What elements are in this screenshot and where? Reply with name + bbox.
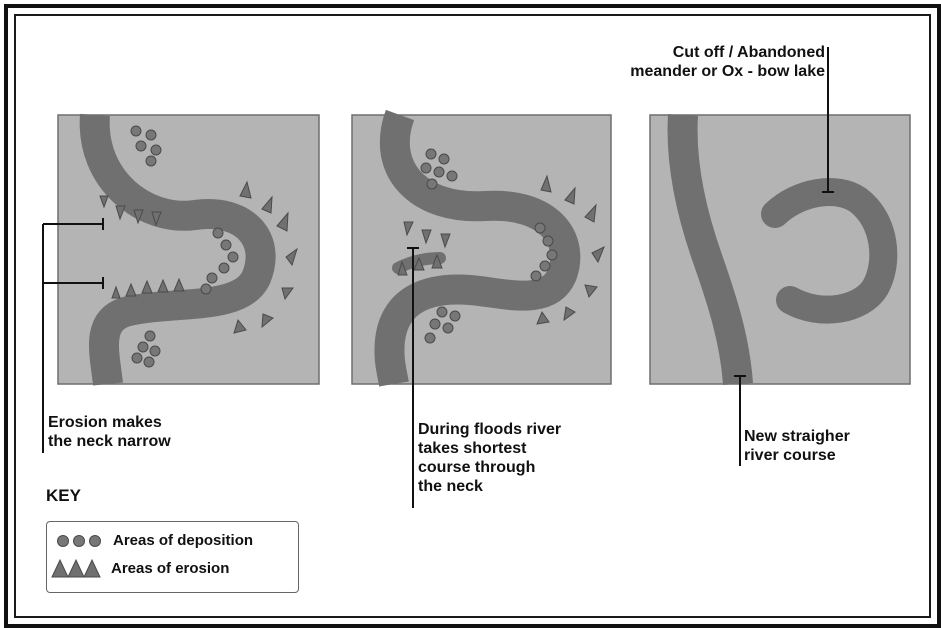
deposition-dot	[547, 250, 557, 260]
deposition-dot	[219, 263, 229, 273]
deposition-dot	[138, 342, 148, 352]
deposition-dot	[228, 252, 238, 262]
deposition-dot	[426, 149, 436, 159]
deposition-icon	[55, 534, 103, 548]
deposition-dot	[540, 261, 550, 271]
label-new-course-line1: New straigher	[744, 427, 850, 446]
deposition-dot	[439, 154, 449, 164]
label-cutoff-line2: meander or Ox - bow lake	[630, 62, 825, 81]
deposition-dot	[447, 171, 457, 181]
deposition-dot	[421, 163, 431, 173]
key-erosion-label: Areas of erosion	[111, 560, 229, 577]
deposition-dot	[131, 126, 141, 136]
label-floods-line1: During floods river	[418, 420, 561, 439]
label-erosion-neck-line2: the neck narrow	[48, 432, 171, 451]
deposition-dot	[136, 141, 146, 151]
label-new-course: New straigher river course	[744, 427, 850, 465]
label-erosion-neck: Erosion makes the neck narrow	[48, 413, 171, 451]
key-title: KEY	[46, 486, 81, 505]
label-cutoff-line1: Cut off / Abandoned	[630, 43, 825, 62]
label-floods-line3: course through	[418, 458, 561, 477]
deposition-dot	[146, 130, 156, 140]
deposition-dot	[443, 323, 453, 333]
key-row-erosion: Areas of erosion	[51, 558, 229, 578]
panel-1-meander-neck	[58, 115, 319, 384]
deposition-dot	[213, 228, 223, 238]
deposition-dot	[144, 357, 154, 367]
deposition-dot	[132, 353, 142, 363]
key-deposition-label: Areas of deposition	[113, 532, 253, 549]
label-new-course-line2: river course	[744, 446, 850, 465]
deposition-dot	[531, 271, 541, 281]
deposition-dot	[150, 346, 160, 356]
deposition-dot	[425, 333, 435, 343]
panel-2-floods-cut-neck	[352, 115, 611, 384]
deposition-dot	[221, 240, 231, 250]
deposition-dot	[430, 319, 440, 329]
label-cutoff: Cut off / Abandoned meander or Ox - bow …	[630, 43, 825, 81]
deposition-dot	[543, 236, 553, 246]
key-legend: Areas of deposition Areas of erosion	[46, 521, 299, 593]
label-floods-line2: takes shortest	[418, 439, 561, 458]
deposition-dot	[151, 145, 161, 155]
deposition-dot	[437, 307, 447, 317]
deposition-dot	[201, 284, 211, 294]
deposition-dot	[146, 156, 156, 166]
panel-3-oxbow-lake	[650, 115, 910, 384]
deposition-dot	[145, 331, 155, 341]
deposition-dot	[207, 273, 217, 283]
label-floods: During floods river takes shortest cours…	[418, 420, 561, 496]
label-floods-line4: the neck	[418, 477, 561, 496]
deposition-dot	[427, 179, 437, 189]
deposition-dot	[450, 311, 460, 321]
label-erosion-neck-line1: Erosion makes	[48, 413, 171, 432]
erosion-icon	[51, 558, 103, 578]
deposition-dot	[434, 167, 444, 177]
key-row-deposition: Areas of deposition	[55, 532, 253, 549]
deposition-dot	[535, 223, 545, 233]
